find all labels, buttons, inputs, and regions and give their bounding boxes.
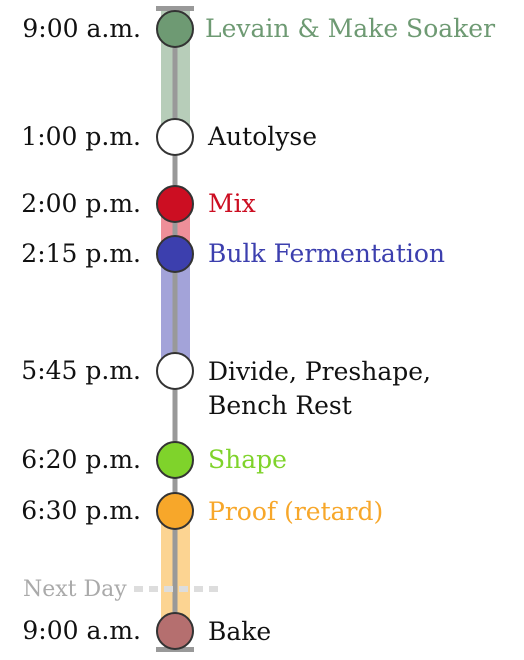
marker-autolyse [156, 118, 194, 156]
time-shape: 6:20 p.m. [21, 445, 141, 474]
marker-shape [156, 441, 194, 479]
label-divide: Divide, Preshape, [208, 357, 431, 386]
time-divide: 5:45 p.m. [21, 356, 141, 385]
time-bulk: 2:15 p.m. [21, 239, 141, 268]
marker-bulk [156, 235, 194, 273]
label-mix: Mix [208, 189, 256, 218]
marker-divide [156, 352, 194, 390]
label-shape: Shape [208, 445, 287, 474]
marker-proof [156, 492, 194, 530]
time-bake: 9:00 a.m. [22, 616, 141, 645]
marker-mix [156, 185, 194, 223]
label-proof: Proof (retard) [208, 497, 384, 526]
time-levain: 9:00 a.m. [22, 14, 141, 43]
time-autolyse: 1:00 p.m. [21, 122, 141, 151]
label-levain: Levain & Make Soaker [205, 14, 496, 43]
label-bake: Bake [208, 617, 272, 646]
label-divide-line2: Bench Rest [208, 391, 352, 420]
marker-levain [156, 10, 194, 48]
next-day-label: Next Day [23, 577, 127, 602]
marker-bake [156, 612, 194, 650]
top-end-cap [156, 6, 194, 11]
label-bulk: Bulk Fermentation [208, 239, 446, 268]
time-mix: 2:00 p.m. [21, 189, 141, 218]
time-proof: 6:30 p.m. [21, 496, 141, 525]
label-autolyse: Autolyse [208, 122, 317, 151]
